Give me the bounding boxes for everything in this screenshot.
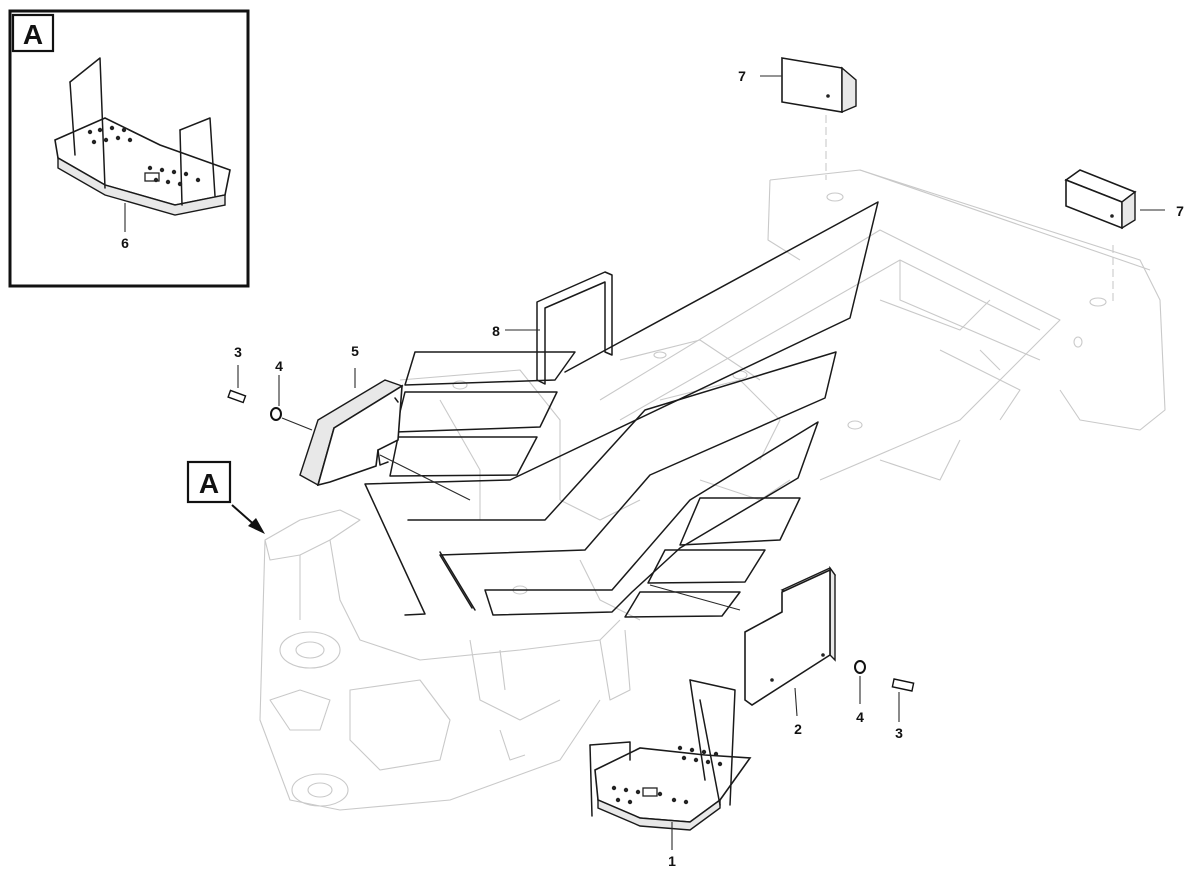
left-cover-plate: 5 bbox=[281, 343, 471, 501]
callout-2: 2 bbox=[794, 721, 802, 737]
block-top: 7 bbox=[738, 57, 857, 180]
right-cover-plate: 2 bbox=[649, 565, 837, 737]
block-right: 7 bbox=[1064, 169, 1184, 305]
deck-overlay-bands bbox=[364, 201, 879, 618]
right-bolt: 3 bbox=[891, 678, 915, 741]
callout-5: 5 bbox=[351, 343, 359, 359]
step-assembly-6: 6 bbox=[54, 57, 231, 251]
view-marker-label: A bbox=[199, 468, 219, 499]
handle: 8 bbox=[492, 271, 613, 385]
callout-7-right: 7 bbox=[1176, 203, 1184, 219]
detail-view-a: A 6 bbox=[8, 9, 250, 288]
left-washer: 4 bbox=[270, 358, 283, 421]
callout-4-right: 4 bbox=[856, 709, 864, 725]
view-marker-a: A bbox=[186, 460, 265, 534]
right-washer: 4 bbox=[854, 660, 866, 725]
callout-4-left: 4 bbox=[275, 358, 283, 374]
step-assembly-1: 1 bbox=[589, 679, 752, 869]
callout-1: 1 bbox=[668, 853, 676, 869]
left-bolt: 3 bbox=[227, 344, 247, 404]
detail-view-label: A bbox=[23, 19, 43, 50]
frame-outline bbox=[259, 169, 1166, 811]
callout-8: 8 bbox=[492, 323, 500, 339]
callout-6: 6 bbox=[121, 235, 129, 251]
callout-3-left: 3 bbox=[234, 344, 242, 360]
callout-7-top: 7 bbox=[738, 68, 746, 84]
step-holes bbox=[87, 125, 201, 187]
callout-3-right: 3 bbox=[895, 725, 903, 741]
step-1-holes bbox=[611, 745, 723, 805]
